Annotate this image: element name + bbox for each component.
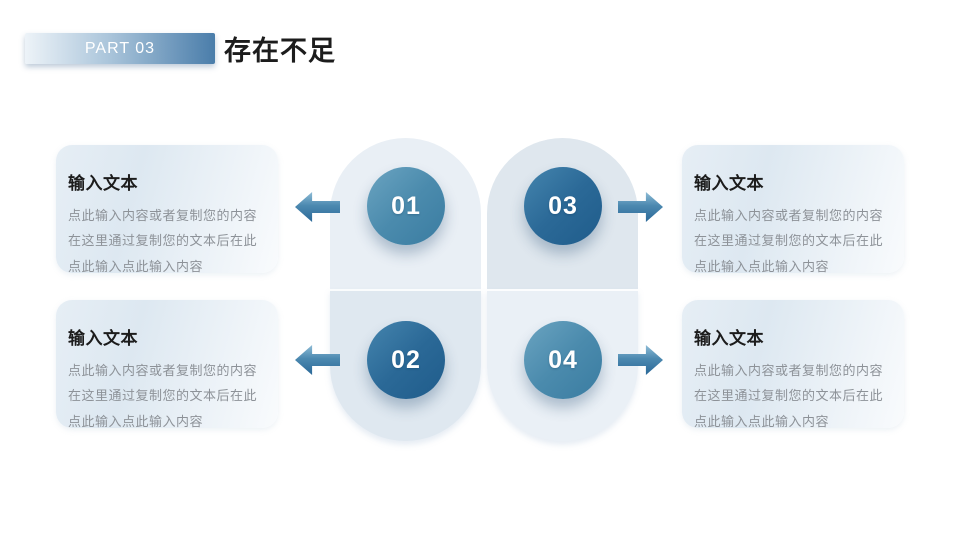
text-card-top-left[interactable]: 输入文本 点此输入内容或者复制您的内容在这里通过复制您的文本后在此点此输入点此输… (56, 145, 278, 274)
part-badge-label: PART 03 (84, 39, 156, 57)
step-number: 04 (548, 345, 578, 374)
step-number: 03 (548, 191, 578, 220)
text-card-bottom-right[interactable]: 输入文本 点此输入内容或者复制您的内容在这里通过复制您的文本后在此点此输入点此输… (682, 300, 904, 429)
step-number: 02 (391, 345, 421, 374)
card-body[interactable]: 点此输入内容或者复制您的内容在这里通过复制您的文本后在此点此输入点此输入内容 (694, 208, 884, 274)
text-card-top-right[interactable]: 输入文本 点此输入内容或者复制您的内容在这里通过复制您的文本后在此点此输入点此输… (682, 145, 904, 274)
card-title[interactable]: 输入文本 (694, 329, 764, 348)
part-badge: PART 03 (25, 33, 215, 64)
card-title[interactable]: 输入文本 (68, 174, 138, 193)
page-title: 存在不足 (224, 35, 336, 66)
step-circle-03: 03 (524, 167, 602, 245)
card-body[interactable]: 点此输入内容或者复制您的内容在这里通过复制您的文本后在此点此输入点此输入内容 (694, 363, 884, 429)
card-title[interactable]: 输入文本 (694, 174, 764, 193)
card-body[interactable]: 点此输入内容或者复制您的内容在这里通过复制您的文本后在此点此输入点此输入内容 (68, 208, 258, 274)
card-title[interactable]: 输入文本 (68, 329, 138, 348)
step-number: 01 (391, 191, 421, 220)
step-circle-02: 02 (367, 321, 445, 399)
text-card-bottom-left[interactable]: 输入文本 点此输入内容或者复制您的内容在这里通过复制您的文本后在此点此输入点此输… (56, 300, 278, 429)
card-body[interactable]: 点此输入内容或者复制您的内容在这里通过复制您的文本后在此点此输入点此输入内容 (68, 363, 258, 429)
step-circle-04: 04 (524, 321, 602, 399)
step-circle-01: 01 (367, 167, 445, 245)
